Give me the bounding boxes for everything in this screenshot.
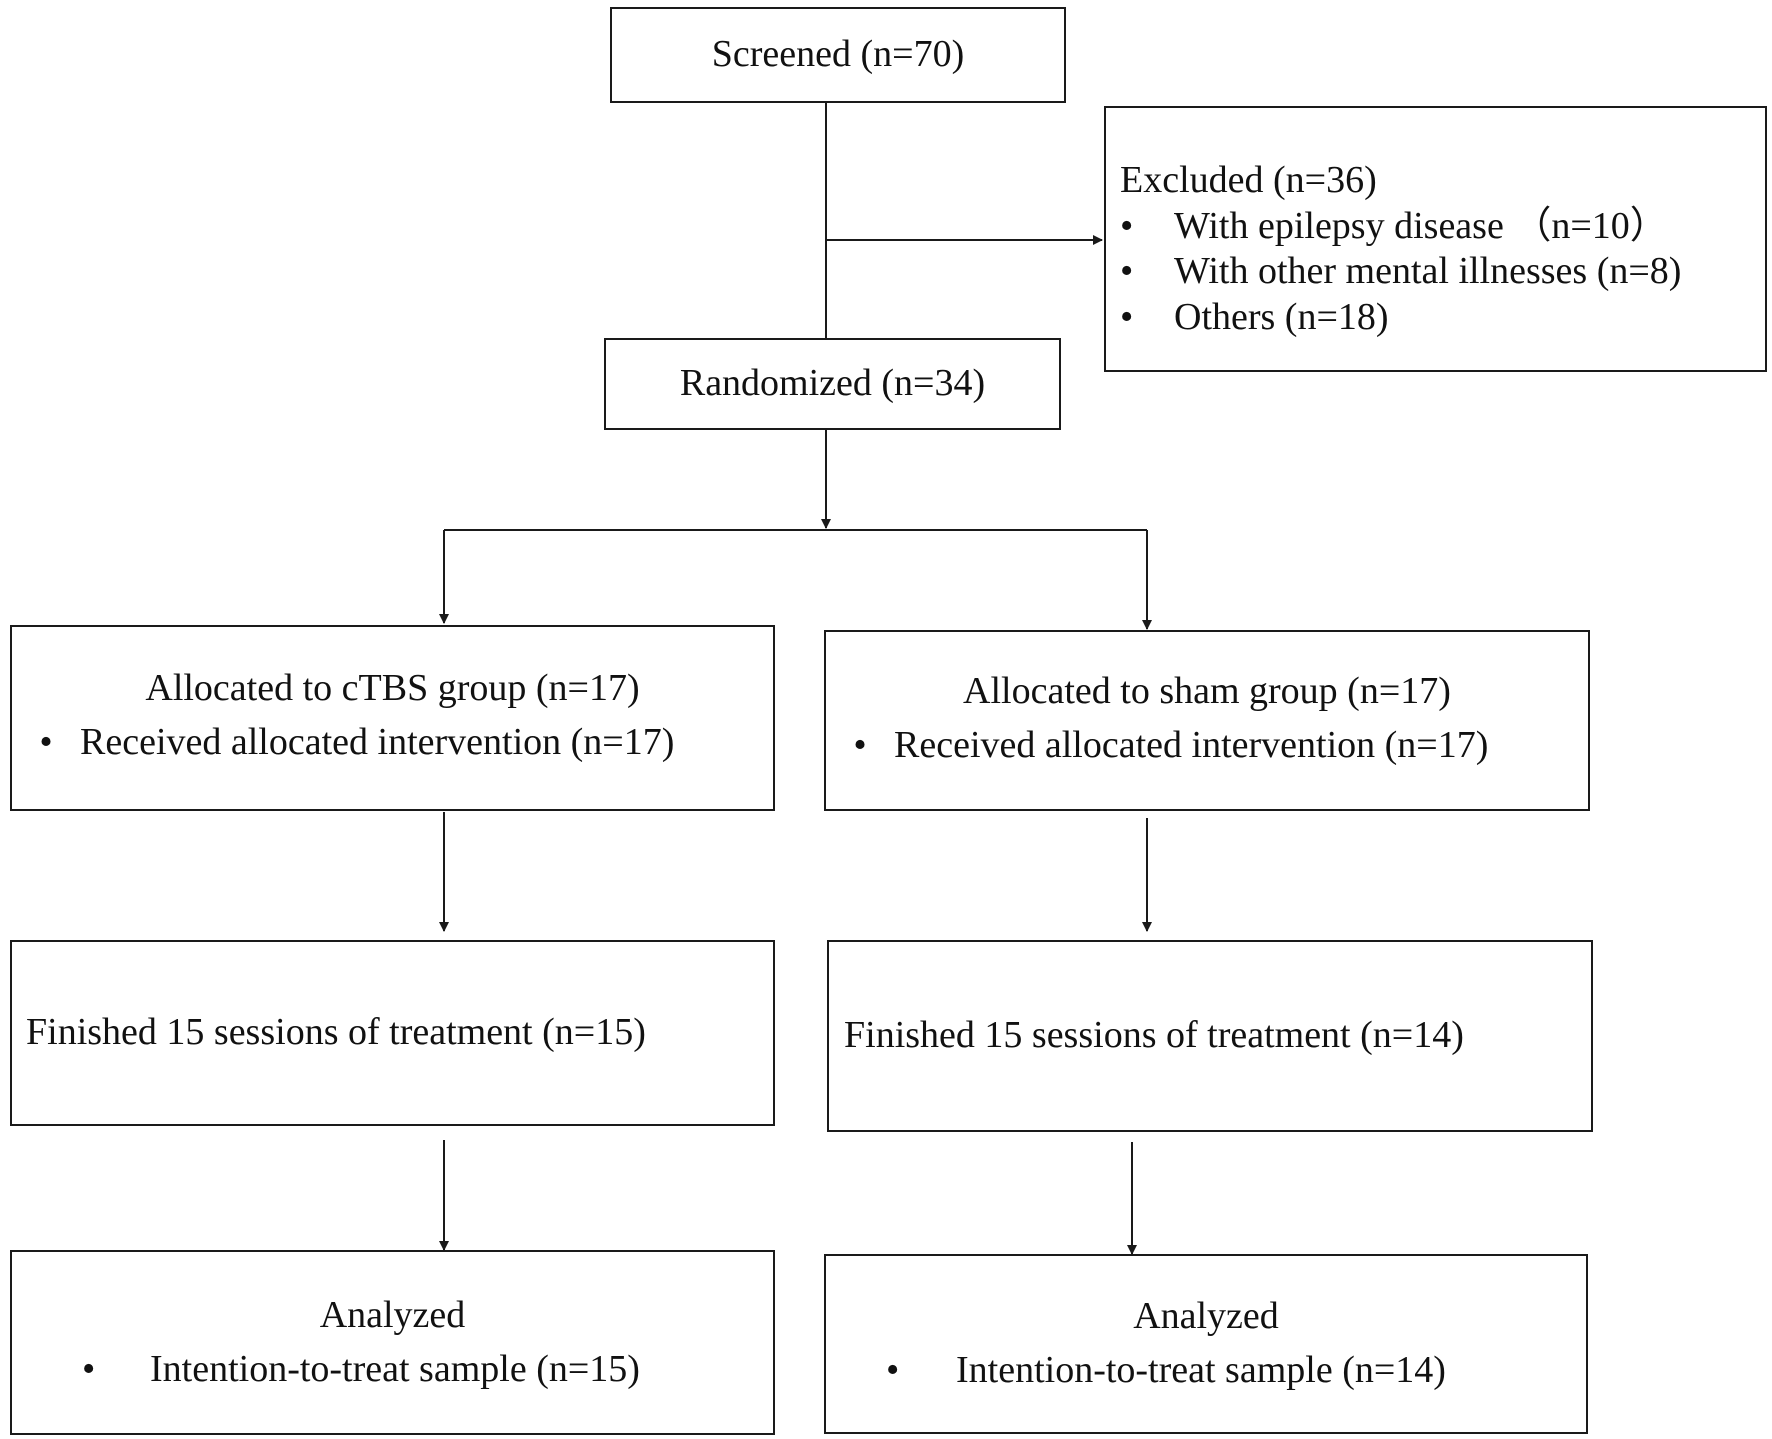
excluded-item: • Others (n=18): [1120, 295, 1765, 341]
bullet-glyph: •: [39, 721, 53, 763]
sham-received-text: Received allocated intervention (n=17): [894, 723, 1489, 766]
sham-finished-label: Finished 15 sessions of treatment (n=14): [844, 1014, 1464, 1057]
sham-allocated-box: Allocated to sham group (n=17) • Receive…: [824, 630, 1590, 811]
sham-received-item: • Received allocated intervention (n=17): [826, 723, 1588, 769]
bullet-glyph: •: [1120, 295, 1134, 338]
sham-analyzed-box: Analyzed • Intention-to-treat sample (n=…: [824, 1254, 1588, 1434]
sham-allocated-label: Allocated to sham group (n=17): [963, 669, 1451, 712]
bullet-glyph: •: [1120, 250, 1134, 293]
ctbs-finished-box: Finished 15 sessions of treatment (n=15): [10, 940, 775, 1126]
ctbs-finished-label: Finished 15 sessions of treatment (n=15): [26, 1011, 646, 1054]
excluded-item: • With epilepsy disease （n=10）: [1120, 204, 1765, 250]
ctbs-received-text: Received allocated intervention (n=17): [80, 721, 675, 763]
excluded-item-text: With other mental illnesses (n=8): [1174, 250, 1682, 293]
ctbs-allocated-box: Allocated to cTBS group (n=17) • Receive…: [10, 625, 775, 811]
sham-itt-text: Intention-to-treat sample (n=14): [956, 1349, 1446, 1391]
sham-itt-item: • Intention-to-treat sample (n=14): [826, 1348, 1586, 1394]
screened-label: Screened (n=70): [711, 33, 965, 76]
excluded-item-text: Others (n=18): [1174, 295, 1389, 338]
ctbs-analyzed-label: Analyzed: [319, 1293, 466, 1336]
excluded-item: • With other mental illnesses (n=8): [1120, 249, 1765, 295]
bullet-glyph: •: [853, 723, 867, 766]
ctbs-analyzed-box: Analyzed • Intention-to-treat sample (n=…: [10, 1250, 775, 1435]
sham-finished-box: Finished 15 sessions of treatment (n=14): [827, 940, 1593, 1132]
ctbs-allocated-label: Allocated to cTBS group (n=17): [145, 667, 640, 710]
screened-box: Screened (n=70): [610, 7, 1066, 103]
randomized-label: Randomized (n=34): [679, 362, 986, 405]
bullet-glyph: •: [886, 1349, 900, 1391]
bullet-glyph: •: [82, 1347, 96, 1390]
ctbs-received-item: • Received allocated intervention (n=17): [12, 720, 773, 766]
randomized-box: Randomized (n=34): [604, 338, 1061, 430]
excluded-title: Excluded (n=36): [1120, 159, 1377, 201]
excluded-item-text: With epilepsy disease （n=10）: [1174, 204, 1668, 247]
ctbs-itt-text: Intention-to-treat sample (n=15): [150, 1347, 640, 1390]
ctbs-itt-item: • Intention-to-treat sample (n=15): [12, 1347, 773, 1393]
excluded-box: Excluded (n=36) • With epilepsy disease …: [1104, 106, 1767, 372]
sham-analyzed-label: Analyzed: [1133, 1295, 1279, 1338]
bullet-glyph: •: [1120, 204, 1134, 247]
